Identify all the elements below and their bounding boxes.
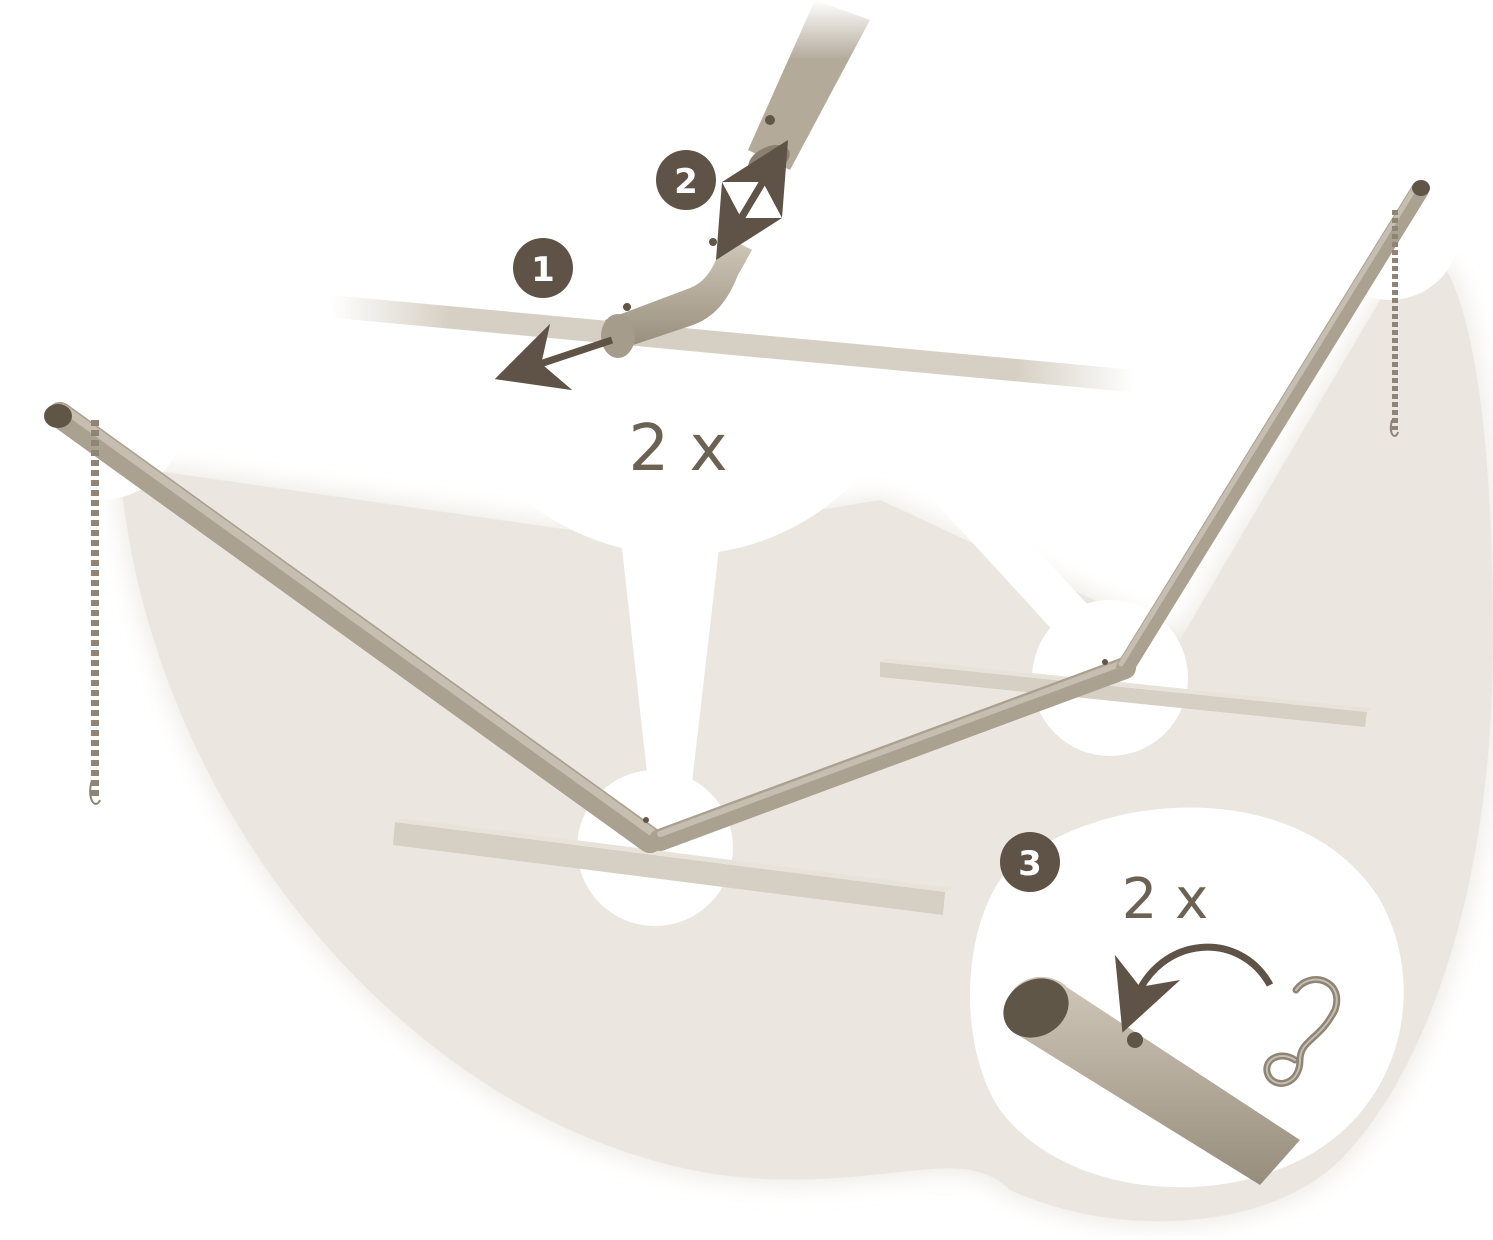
step-2-label: 2 <box>674 162 698 202</box>
step-badge-1: 1 <box>513 238 573 298</box>
left-tube-end <box>44 404 72 428</box>
tube-closeup-hole <box>1127 1032 1143 1048</box>
connector-end <box>601 314 635 358</box>
right-tube-end <box>1412 180 1430 196</box>
step-3-label: 3 <box>1018 844 1042 884</box>
hook-multiplier-label: 2 x <box>1122 867 1209 932</box>
step-badge-3: 3 <box>1000 832 1060 892</box>
pipe-hole <box>765 115 775 125</box>
top-multiplier-label: 2 x <box>629 412 728 486</box>
connector-pin <box>709 238 717 246</box>
connector-pin <box>623 303 631 311</box>
step-badge-2: 2 <box>656 150 716 210</box>
step-1-label: 1 <box>531 250 555 290</box>
